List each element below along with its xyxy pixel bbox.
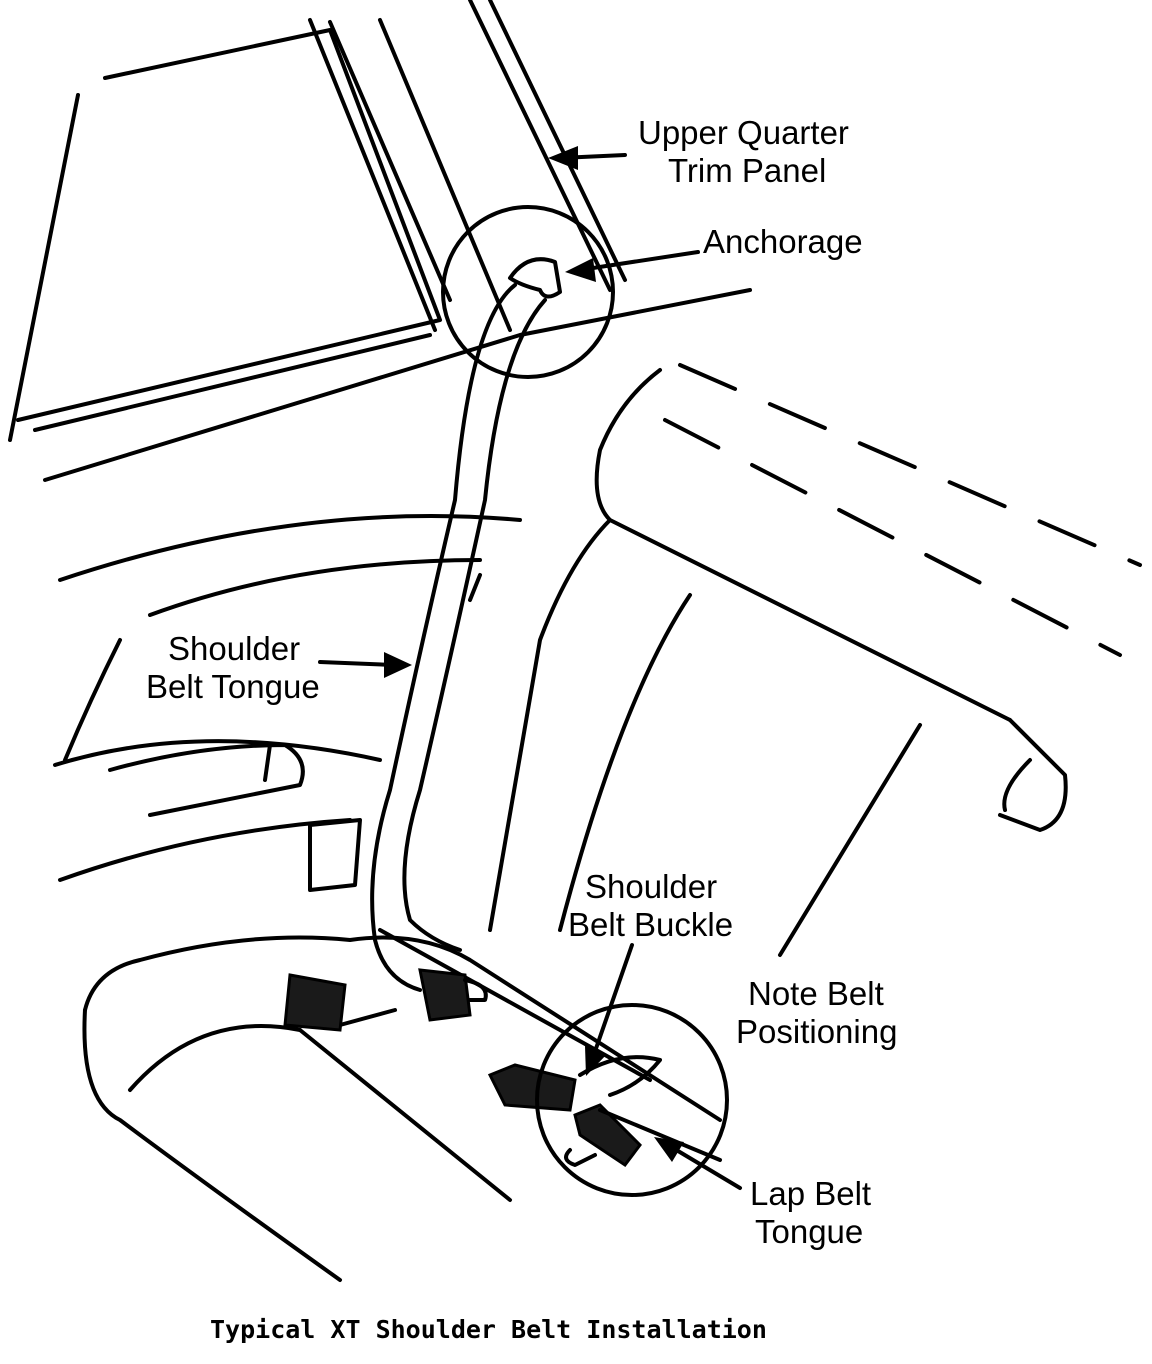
- lap-tongue-label-line1: Lap Belt: [750, 1175, 871, 1212]
- upper-quarter-label-line1: Upper Quarter: [638, 114, 849, 151]
- note-label-line2: Positioning: [736, 1013, 897, 1050]
- anchorage-detail-circle: [441, 205, 615, 379]
- note-label-line1: Note Belt: [748, 975, 884, 1012]
- shoulder-tongue-label-line2: Belt Tongue: [146, 668, 320, 705]
- upper-quarter-trim-panel: [43, 0, 752, 582]
- belt-hardware: [283, 968, 577, 1112]
- shoulder-belt-webbing: [370, 283, 547, 992]
- shoulder-buckle-label-line1: Shoulder: [585, 868, 717, 905]
- lap-tongue-label-line2: Tongue: [755, 1213, 863, 1250]
- anchorage-label: Anchorage: [703, 223, 863, 260]
- rear-quarter-window: [8, 18, 452, 442]
- upper-quarter-label-line2: Trim Panel: [668, 152, 826, 189]
- shoulder-tongue-label-line1: Shoulder: [168, 630, 300, 667]
- leader-arrows: [318, 146, 742, 1190]
- seat-back: [488, 363, 1142, 957]
- side-trim: [53, 558, 482, 892]
- shoulder-buckle-label-line2: Belt Buckle: [568, 906, 733, 943]
- lap-belt-detail-circle: [535, 1003, 729, 1197]
- figure-caption: Typical XT Shoulder Belt Installation: [210, 1315, 767, 1344]
